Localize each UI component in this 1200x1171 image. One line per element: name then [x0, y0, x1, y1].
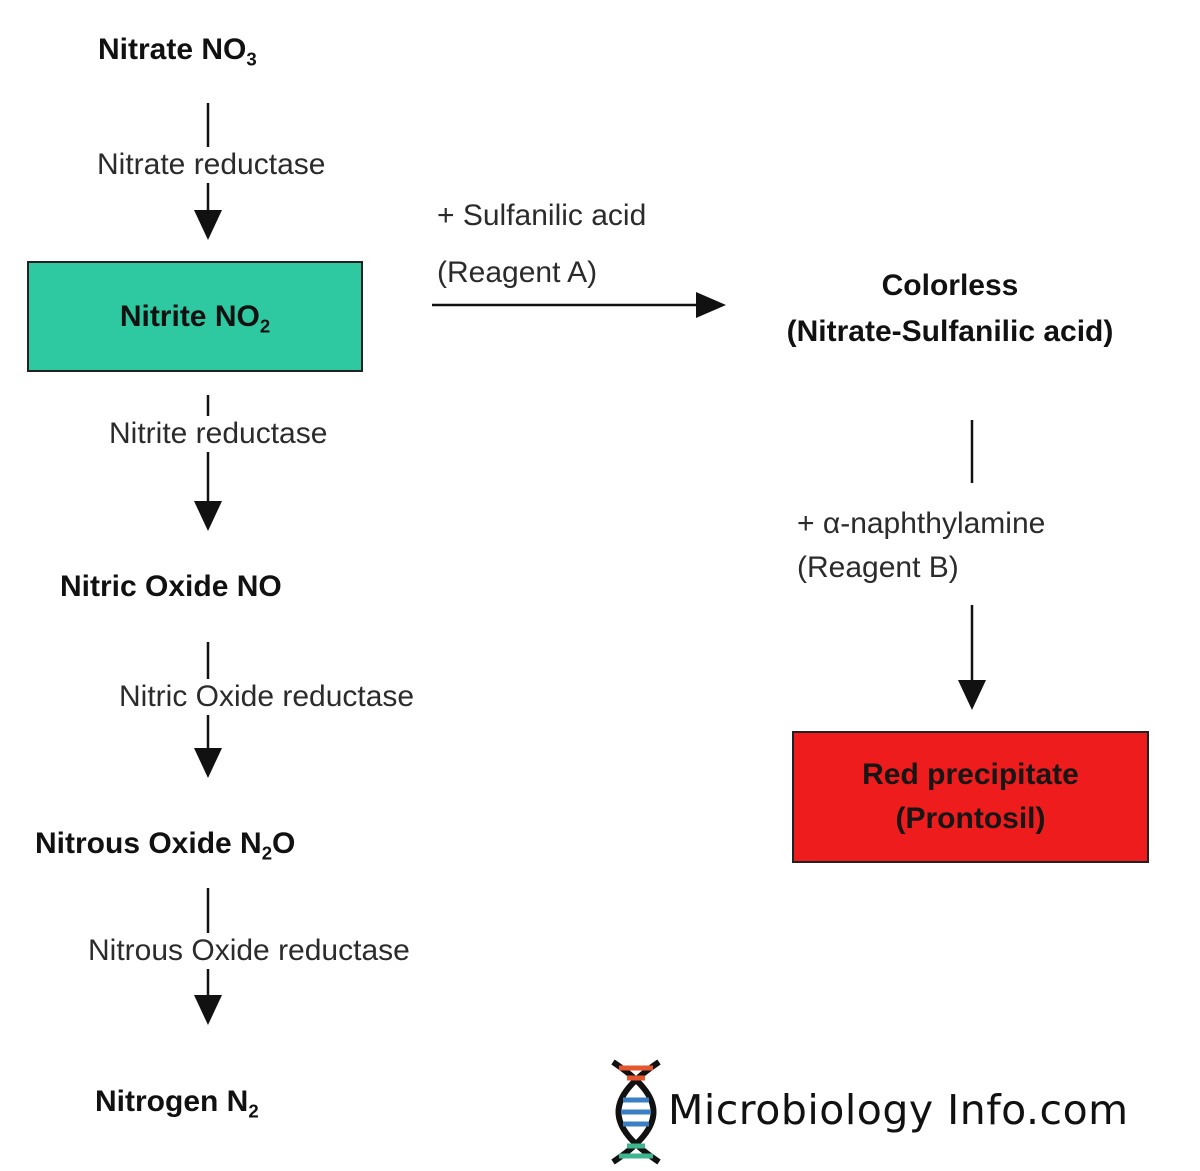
nitrate-subscript: 3 — [246, 48, 257, 70]
nitrite-text: Nitrite NO — [119, 299, 260, 333]
arrowhead-down — [194, 501, 222, 531]
colorless-line2: (Nitrate-Sulfanilic acid) — [786, 315, 1114, 348]
nitrate-label: Nitrate NO3 — [98, 32, 257, 68]
arrowhead-down — [958, 680, 986, 710]
arrowhead-down — [194, 748, 222, 778]
reagent-b-line1: + α-naphthylamine — [797, 507, 1046, 540]
nitrogen-subscript: 2 — [248, 1100, 259, 1122]
nitrite-label: Nitrite NO2 — [120, 299, 270, 335]
nitric-oxide-reductase-label: Nitric Oxide reductase — [118, 679, 416, 715]
nitrite-box: Nitrite NO2 — [27, 261, 363, 372]
nitrite-subscript: 2 — [259, 315, 271, 336]
arrowhead-down — [194, 995, 222, 1025]
nitrous-oxide-text: Nitrous Oxide N — [35, 827, 262, 860]
arrowhead-right — [696, 292, 726, 318]
red-precipitate-box: Red precipitate (Prontosil) — [792, 731, 1149, 863]
arrowhead-down — [194, 210, 222, 240]
nitrogen-label: Nitrogen N2 — [95, 1084, 259, 1120]
reagent-a-line2: (Reagent A) — [437, 256, 598, 289]
nitrous-oxide-reductase-label: Nitrous Oxide reductase — [87, 933, 411, 969]
nitrate-text: Nitrate NO — [98, 33, 247, 66]
red-precipitate-line2: (Prontosil) — [895, 802, 1046, 835]
nitrogen-text: Nitrogen N — [95, 1085, 249, 1118]
nitric-oxide-label: Nitric Oxide NO — [60, 570, 282, 603]
reagent-a-line1: + Sulfanilic acid — [437, 199, 647, 232]
nitrous-oxide-text-suffix: O — [272, 827, 296, 860]
colorless-line1: Colorless — [881, 269, 1019, 302]
logo-text: Microbiology Info.com — [668, 1086, 1129, 1134]
dna-icon — [611, 1059, 661, 1165]
nitrous-oxide-label: Nitrous Oxide N2O — [35, 826, 295, 862]
microbiology-info-logo: Microbiology Info.com — [605, 1058, 1190, 1168]
red-precipitate-line1: Red precipitate — [862, 758, 1079, 791]
nitrite-reductase-label: Nitrite reductase — [108, 416, 329, 452]
reagent-b-line2: (Reagent B) — [797, 551, 959, 584]
nitrate-reductase-label: Nitrate reductase — [96, 147, 327, 183]
nitrous-oxide-subscript: 2 — [261, 842, 273, 864]
